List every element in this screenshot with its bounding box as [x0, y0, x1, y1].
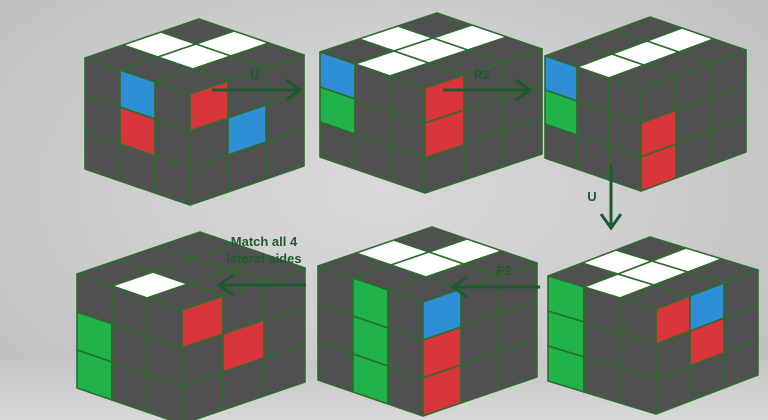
cube-sticker — [265, 128, 305, 180]
cube-sticker — [723, 339, 759, 389]
step-label-u: U — [587, 189, 597, 204]
cube-5 — [317, 226, 538, 417]
cube-3 — [544, 16, 747, 192]
cube-sticker — [146, 373, 183, 420]
arrow-f2 — [450, 275, 540, 299]
cube-2 — [319, 12, 543, 194]
step-label-match-line-2: lateral sides — [226, 251, 302, 266]
arrow-r2 — [443, 78, 533, 102]
cube-sticker — [498, 338, 538, 391]
cube-1 — [84, 18, 305, 206]
step-label-u: U — [250, 67, 260, 82]
cube-sticker — [502, 118, 543, 168]
step-label-f2: F2 — [496, 263, 512, 278]
arrow-u-2 — [599, 165, 623, 231]
arrow-u-1 — [212, 78, 303, 102]
cube-sticker — [710, 117, 747, 166]
cube-6 — [76, 231, 306, 420]
arrow-match — [216, 273, 306, 297]
step-label-match-line-1: Match all 4 — [230, 234, 298, 249]
step-label-r2: R2 — [473, 67, 491, 82]
step-label-match: Match all 4 lateral sides — [212, 233, 316, 267]
cube-sticker — [263, 343, 306, 397]
cube-4 — [547, 236, 759, 415]
